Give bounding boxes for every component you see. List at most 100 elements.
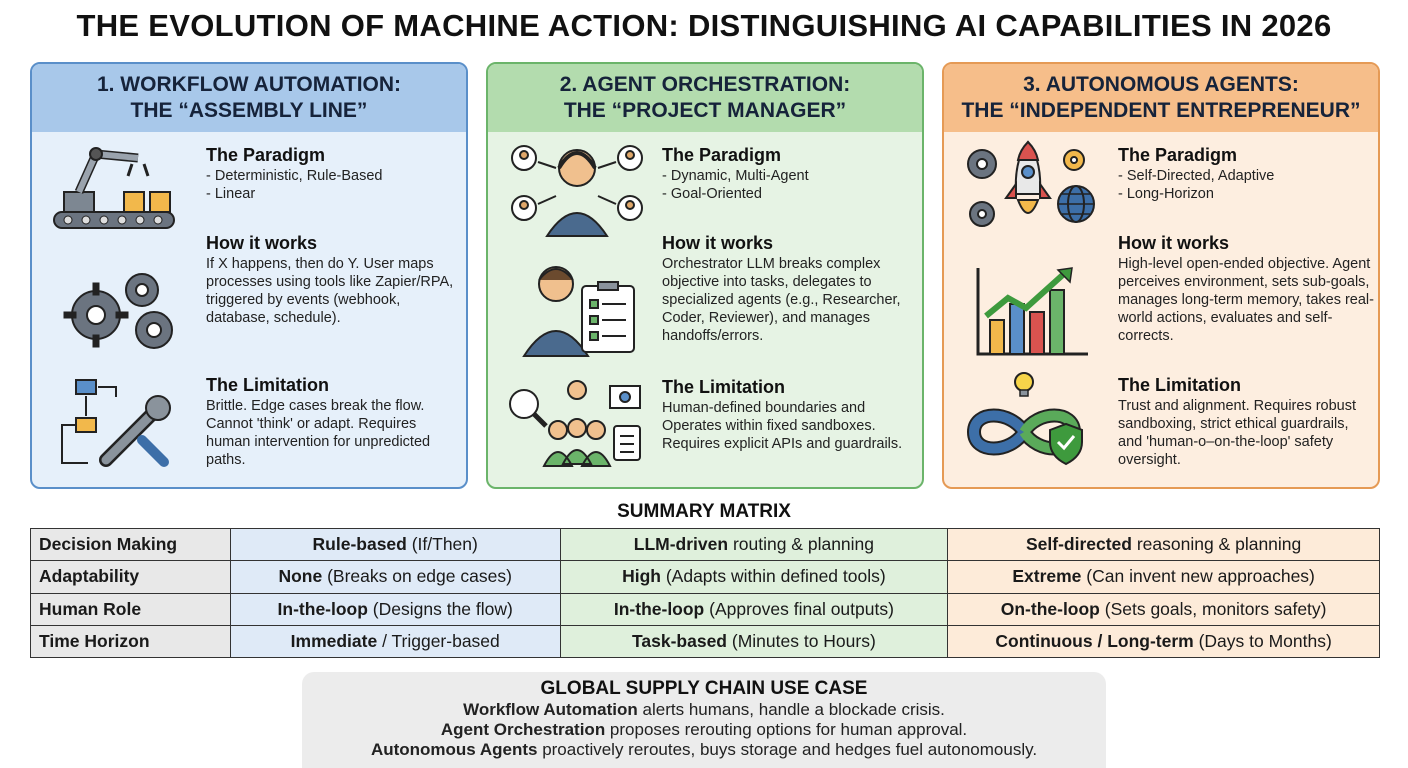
- use-case-term: Autonomous Agents: [370, 740, 538, 759]
- matrix-cell-text: (Designs the flow): [367, 598, 513, 619]
- headset-manager-icon: [511, 145, 643, 237]
- matrix-row-label: Adaptability: [30, 560, 231, 594]
- matrix-cell-term: None: [278, 566, 323, 587]
- rocket-gears-globe-icon: [967, 140, 1095, 227]
- paradigm-line: - Deterministic, Rule-Based: [206, 168, 383, 184]
- matrix-cell-term: Immediate: [290, 630, 378, 651]
- how-it-works-text: High-level open-ended objective. Agent p…: [1118, 256, 1374, 344]
- matrix-cell-term: In-the-loop: [613, 598, 705, 619]
- team-search-icon: [509, 380, 641, 467]
- matrix-cell-text: routing & planning: [728, 534, 875, 555]
- panel-heading-line2: THE “PROJECT MANAGER”: [563, 99, 847, 122]
- paradigm-section: The Paradigm - Self-Directed, Adaptive -…: [1118, 144, 1376, 203]
- limitation-text: Brittle. Edge cases break the flow. Cann…: [206, 398, 431, 468]
- panel-agent-orchestration: 2. AGENT ORCHESTRATION: THE “PROJECT MAN…: [486, 62, 924, 489]
- matrix-cell: In-the-loop (Approves final outputs): [559, 592, 949, 626]
- matrix-cell: Extreme (Can invent new approaches): [947, 560, 1380, 594]
- matrix-cell: None (Breaks on edge cases): [229, 560, 561, 594]
- how-it-works-title: How it works: [1118, 233, 1230, 253]
- matrix-cell-text: (Days to Months): [1193, 630, 1332, 651]
- growth-chart-icon: [976, 267, 1088, 356]
- matrix-cell: Self-directed reasoning & planning: [947, 527, 1380, 562]
- matrix-cell-term: Continuous / Long-term: [995, 630, 1194, 651]
- paradigm-line: - Dynamic, Multi-Agent: [662, 168, 809, 184]
- matrix-cell: In-the-loop (Designs the flow): [229, 592, 561, 626]
- panel-heading: 3. AUTONOMOUS AGENTS: THE “INDEPENDENT E…: [944, 64, 1378, 132]
- use-case-line: Workflow Automation alerts humans, handl…: [302, 700, 1106, 720]
- matrix-cell-text: (Approves final outputs): [704, 598, 894, 619]
- panel-workflow-automation: 1. WORKFLOW AUTOMATION: THE “ASSEMBLY LI…: [30, 62, 468, 489]
- matrix-cell-term: Task-based: [632, 630, 727, 651]
- matrix-cell-text: / Trigger-based: [377, 630, 500, 651]
- use-case-line: Agent Orchestration proposes rerouting o…: [302, 720, 1106, 740]
- how-it-works-text: Orchestrator LLM breaks complex objectiv…: [662, 256, 901, 344]
- matrix-row-label: Time Horizon: [30, 624, 231, 659]
- matrix-cell: LLM-driven routing & planning: [559, 527, 949, 562]
- paradigm-line: - Linear: [206, 186, 256, 202]
- panel-heading-line2: THE “INDEPENDENT ENTREPRENEUR”: [961, 99, 1361, 122]
- limitation-title: The Limitation: [206, 375, 329, 395]
- paradigm-line: - Long-Horizon: [1118, 186, 1214, 202]
- matrix-cell: On-the-loop (Sets goals, monitors safety…: [947, 592, 1380, 626]
- matrix-cell-term: Rule-based: [312, 534, 407, 555]
- paradigm-title: The Paradigm: [1118, 145, 1238, 165]
- paradigm-title: The Paradigm: [206, 145, 326, 165]
- matrix-row-label: Human Role: [30, 592, 231, 626]
- matrix-cell-text: (Sets goals, monitors safety): [1099, 598, 1327, 619]
- paradigm-line: - Goal-Oriented: [662, 186, 762, 202]
- panel-heading-line1: 2. AGENT ORCHESTRATION:: [559, 73, 851, 96]
- panel-heading: 2. AGENT ORCHESTRATION: THE “PROJECT MAN…: [488, 64, 922, 132]
- robot-arm-conveyor-icon: [53, 147, 175, 229]
- matrix-cell-term: On-the-loop: [1000, 598, 1100, 619]
- how-it-works-section: How it works If X happens, then do Y. Us…: [206, 232, 464, 327]
- matrix-cell: High (Adapts within defined tools): [559, 560, 949, 594]
- matrix-cell: Immediate / Trigger-based: [229, 624, 561, 659]
- panel-autonomous-agents: 3. AUTONOMOUS AGENTS: THE “INDEPENDENT E…: [942, 62, 1380, 489]
- matrix-cell-text: (If/Then): [406, 534, 478, 555]
- matrix-cell-text: (Minutes to Hours): [727, 630, 876, 651]
- matrix-cell-term: Extreme: [1012, 566, 1082, 587]
- use-case-box: GLOBAL SUPPLY CHAIN USE CASE Workflow Au…: [302, 672, 1106, 768]
- how-it-works-section: How it works Orchestrator LLM breaks com…: [662, 232, 920, 345]
- page-title: THE EVOLUTION OF MACHINE ACTION: DISTING…: [76, 8, 1332, 43]
- how-it-works-title: How it works: [206, 233, 318, 253]
- how-it-works-text: If X happens, then do Y. User maps proce…: [206, 256, 454, 326]
- how-it-works-section: How it works High-level open-ended objec…: [1118, 232, 1376, 345]
- use-case-term: Workflow Automation: [463, 700, 638, 719]
- matrix-cell-text: (Adapts within defined tools): [660, 566, 886, 587]
- limitation-section: The Limitation Brittle. Edge cases break…: [206, 374, 464, 469]
- summary-matrix-title: SUMMARY MATRIX: [617, 501, 791, 522]
- panel-heading-line1: 1. WORKFLOW AUTOMATION:: [96, 73, 402, 96]
- paradigm-section: The Paradigm - Deterministic, Rule-Based…: [206, 144, 464, 203]
- use-case-text: proactively reroutes, buys storage and h…: [537, 740, 1038, 759]
- matrix-cell-text: (Can invent new approaches): [1081, 566, 1315, 587]
- limitation-section: The Limitation Human-defined boundaries …: [662, 376, 920, 453]
- matrix-cell: Task-based (Minutes to Hours): [559, 624, 949, 659]
- panel-heading-line1: 3. AUTONOMOUS AGENTS:: [1023, 73, 1299, 96]
- matrix-cell-term: In-the-loop: [277, 598, 368, 619]
- matrix-cell-term: Self-directed: [1025, 534, 1132, 555]
- use-case-line: Autonomous Agents proactively reroutes, …: [302, 740, 1106, 760]
- how-it-works-title: How it works: [662, 233, 774, 253]
- use-case-text: proposes rerouting options for human app…: [605, 720, 968, 739]
- limitation-section: The Limitation Trust and alignment. Requ…: [1118, 374, 1376, 469]
- matrix-cell: Continuous / Long-term (Days to Months): [947, 624, 1380, 659]
- paradigm-line: - Self-Directed, Adaptive: [1118, 168, 1275, 184]
- limitation-text: Human-defined boundaries and Operates wi…: [662, 400, 903, 452]
- matrix-cell-text: (Breaks on edge cases): [322, 566, 512, 587]
- panel-heading: 1. WORKFLOW AUTOMATION: THE “ASSEMBLY LI…: [32, 64, 466, 132]
- paradigm-title: The Paradigm: [662, 145, 782, 165]
- matrix-cell: Rule-based (If/Then): [229, 527, 561, 562]
- clipboard-manager-icon: [522, 266, 635, 357]
- limitation-text: Trust and alignment. Requires robust san…: [1118, 398, 1357, 468]
- limitation-title: The Limitation: [662, 377, 785, 397]
- matrix-cell-term: High: [622, 566, 661, 587]
- panel-heading-line2: THE “ASSEMBLY LINE”: [130, 99, 368, 122]
- use-case-title: GLOBAL SUPPLY CHAIN USE CASE: [540, 678, 868, 699]
- matrix-cell-term: LLM-driven: [633, 534, 729, 555]
